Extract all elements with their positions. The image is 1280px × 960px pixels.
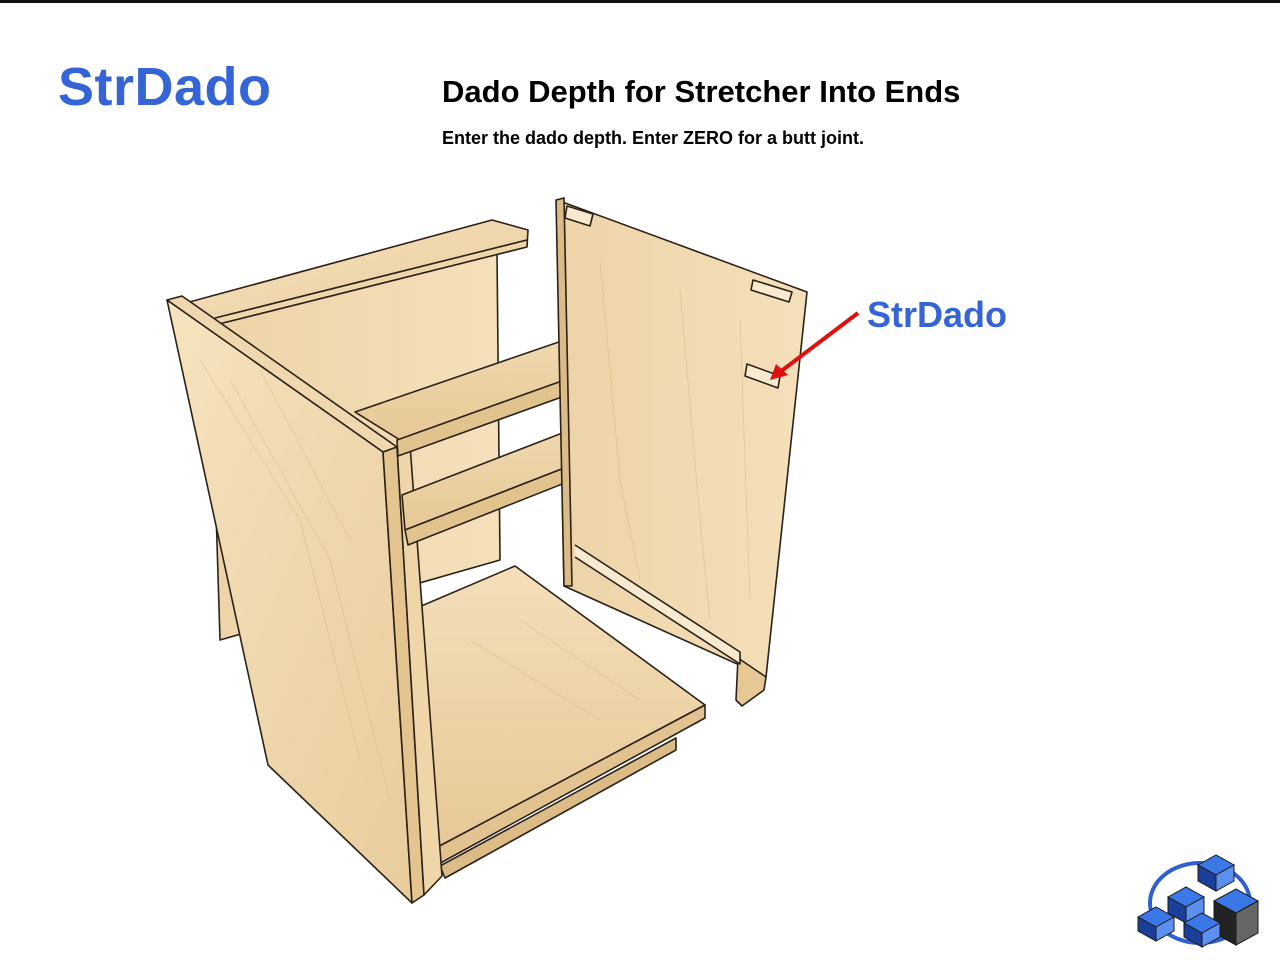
blue-cubes-logo-icon: [1136, 854, 1260, 948]
right-end-panel: [556, 199, 808, 678]
top-dado-slot-1: [564, 205, 594, 227]
top-rule: [0, 0, 1280, 3]
instructions-text: Enter the dado depth. Enter ZERO for a b…: [442, 128, 864, 148]
page-title: Dado Depth for Stretcher Into Ends: [442, 74, 961, 109]
top-dado-slot-2: [750, 279, 793, 303]
callout-arrow: [770, 311, 860, 380]
toe-kick: [439, 737, 677, 879]
right-end-panel-edge: [555, 197, 573, 587]
callout-label: StrDado: [867, 294, 1008, 335]
stretcher-dado-slot: [744, 363, 781, 389]
parameter-code-title: StrDado: [58, 57, 272, 117]
wood-grain: [199, 259, 751, 801]
bottom-dado-groove: [574, 544, 741, 665]
right-end-panel-bottom-tab: [735, 657, 767, 707]
